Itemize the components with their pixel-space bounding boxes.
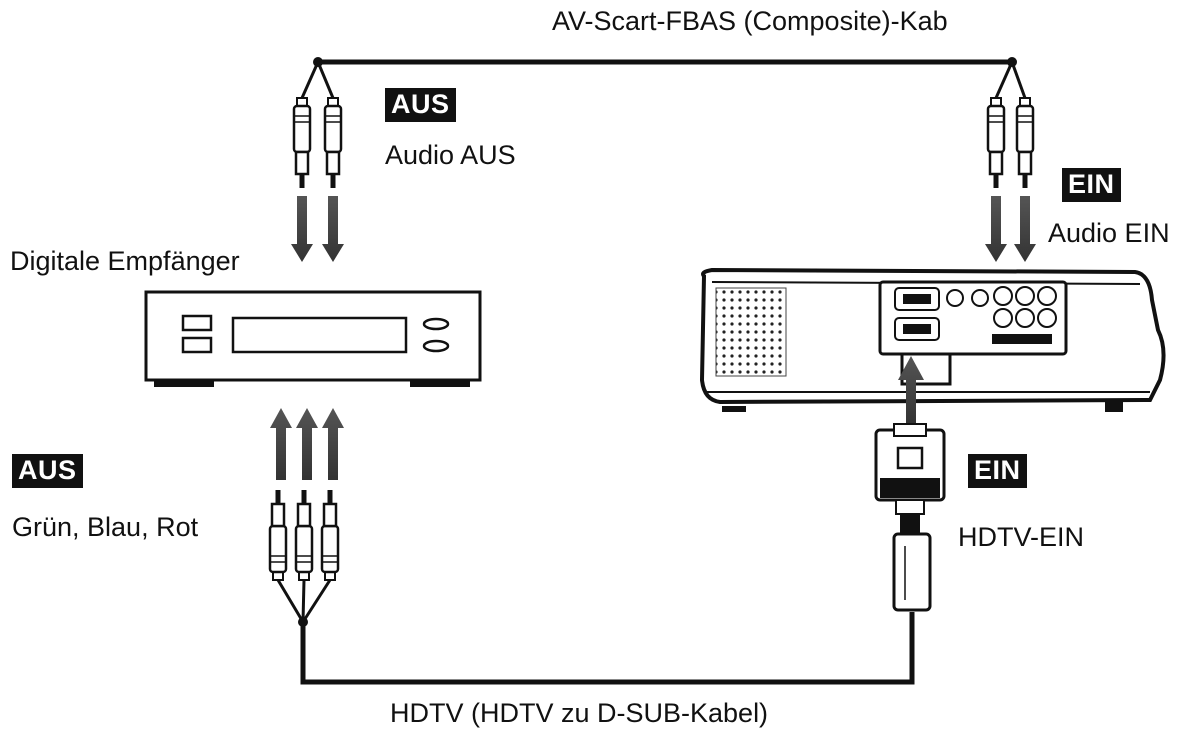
dsub-connector — [874, 423, 946, 612]
receiver-audio-arrows — [291, 196, 344, 262]
projector-hdtv-label: HDTV-EIN — [958, 522, 1085, 552]
projector-audio-arrows — [985, 196, 1036, 262]
receiver-audio-badge: AUS — [385, 88, 456, 122]
receiver-video-label: Grün, Blau, Rot — [12, 512, 199, 542]
bottom-hdtv-cable — [300, 612, 915, 685]
receiver-audio-label: Audio AUS — [385, 140, 516, 170]
receiver-audio-plugs — [292, 96, 343, 190]
projector-audio-label: Audio EIN — [1048, 218, 1170, 248]
projector-audio-badge: EIN — [1062, 168, 1121, 202]
component-video-plugs — [270, 490, 338, 627]
projector-hdtv-badge: EIN — [968, 454, 1027, 488]
digital-receiver-device — [144, 290, 482, 387]
top-cable-label: AV-Scart-FBAS (Composite)-Kab — [552, 6, 948, 36]
component-video-arrows — [270, 408, 344, 480]
bottom-cable-label: HDTV (HDTV zu D-SUB-Kabel) — [390, 698, 769, 728]
projector-device — [699, 267, 1166, 412]
receiver-video-badge: AUS — [12, 454, 83, 488]
top-av-cable — [300, 57, 1027, 99]
projector-audio-plugs — [986, 96, 1035, 190]
hdtv-input-arrow — [898, 356, 924, 424]
receiver-name-label: Digitale Empfänger — [10, 246, 240, 276]
